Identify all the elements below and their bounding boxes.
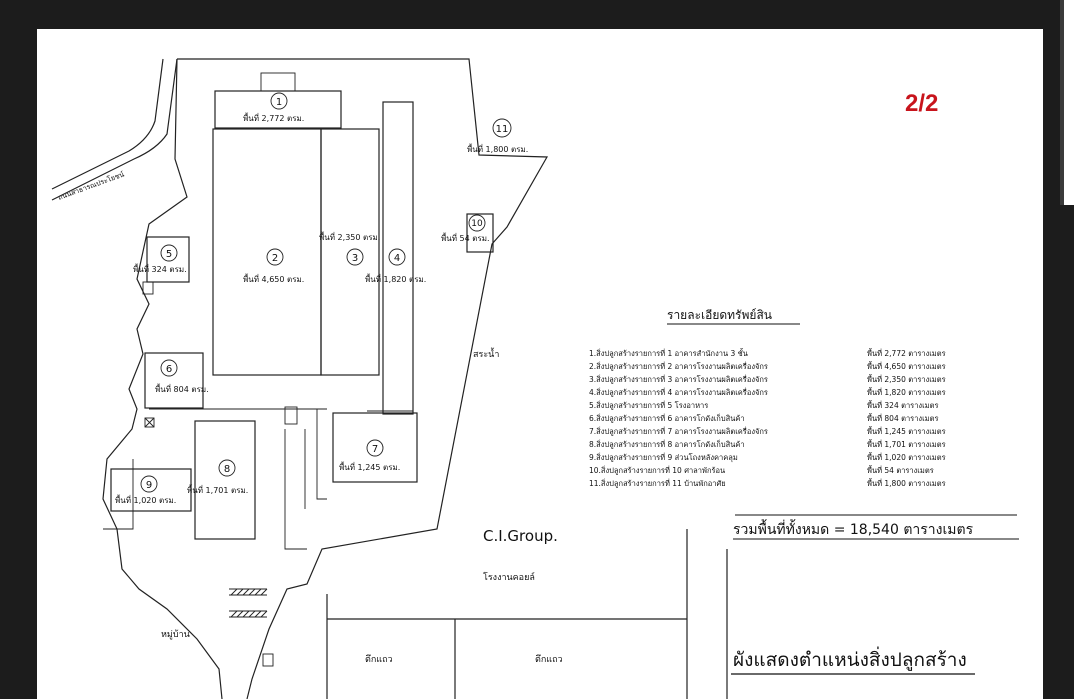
building-10-outline xyxy=(466,213,494,253)
detail-item-area: พื้นที่ 1,820 ตารางเมตร xyxy=(867,387,946,397)
building-5-marker xyxy=(160,244,178,262)
gate-post xyxy=(284,406,298,425)
building-11-marker xyxy=(492,118,512,138)
building-5-annex xyxy=(142,281,154,295)
shophouse-plots xyxy=(326,594,687,699)
details-list: 1.สิ่งปลูกสร้างรายการที่ 1 อาคารสำนักงาน… xyxy=(589,348,946,488)
detail-item-area: พื้นที่ 2,350 ตารางเมตร xyxy=(867,374,946,384)
building-3-number: 3 xyxy=(352,253,358,264)
building-9-outline xyxy=(110,468,192,512)
property-boundary-west xyxy=(102,58,223,699)
building-8-number: 8 xyxy=(224,464,230,475)
building-2-number: 2 xyxy=(272,253,278,264)
building-1-number: 1 xyxy=(276,97,282,108)
building-5-area: พื้นที่ 324 ตรม. xyxy=(133,263,187,274)
fence-west xyxy=(103,459,134,530)
road-edge-upper xyxy=(51,58,178,201)
site-plan-document: 2/2 ถนนสาธารณประโยชน์ 1 พื้นที่ 2,772 ตร… xyxy=(37,29,1043,699)
neighbor-factory-label: โรงงานคอยล์ xyxy=(483,571,535,583)
detail-item-desc: 10.สิ่งปลูกสร้างรายการที่ 10 ศาลาพักร้อน xyxy=(589,465,725,475)
building-4-area: พื้นที่ 1,820 ตรม. xyxy=(365,273,426,284)
detail-item-area: พื้นที่ 1,020 ตารางเมตร xyxy=(867,452,946,462)
side-road xyxy=(686,529,728,699)
detail-item-desc: 2.สิ่งปลูกสร้างรายการที่ 2 อาคารโรงงานผล… xyxy=(589,361,768,371)
building-1-area: พื้นที่ 2,772 ตรม. xyxy=(243,112,304,123)
building-8-area: พื้นที่ 1,701 ตรม. xyxy=(187,484,248,495)
building-3-outline xyxy=(320,128,380,376)
detail-item-area: พื้นที่ 1,701 ตารางเมตร xyxy=(867,439,946,449)
village-label: หมู่บ้าน xyxy=(161,629,190,640)
page-number: 2/2 xyxy=(905,90,938,117)
building-4-outline xyxy=(382,101,414,415)
building-1-annex xyxy=(260,72,296,92)
building-11-area: พื้นที่ 1,800 ตรม. xyxy=(467,143,528,154)
detail-item-area: พื้นที่ 54 ตารางเมตร xyxy=(867,465,934,475)
building-9-marker xyxy=(140,475,158,493)
parking-stripes xyxy=(229,588,268,618)
detail-item-desc: 9.สิ่งปลูกสร้างรายการที่ 9 ส่วนโถงหลังคา… xyxy=(589,452,738,462)
detail-item-area: พื้นที่ 1,800 ตารางเมตร xyxy=(867,478,946,488)
pond-label: สระน้ำ xyxy=(473,347,499,360)
building-7-area: พื้นที่ 1,245 ตรม. xyxy=(339,461,400,472)
building-10-area: พื้นที่ 54 ตรม. xyxy=(441,232,490,243)
building-6-area: พื้นที่ 804 ตรม. xyxy=(155,383,209,394)
building-4-marker xyxy=(388,248,406,266)
detail-item-area: พื้นที่ 324 ตารางเมตร xyxy=(867,400,939,410)
building-2-outline xyxy=(212,128,322,376)
building-9-area: พื้นที่ 1,020 ตรม. xyxy=(115,494,176,505)
detail-item-desc: 4.สิ่งปลูกสร้างรายการที่ 4 อาคารโรงงานผล… xyxy=(589,387,768,397)
detail-item-desc: 6.สิ่งปลูกสร้างรายการที่ 6 อาคารโกดังเก็… xyxy=(589,413,745,423)
detail-item-area: พื้นที่ 2,772 ตารางเมตร xyxy=(867,348,946,358)
utility-box xyxy=(144,417,155,428)
building-3-area: พื้นที่ 2,350 ตรม. xyxy=(319,231,380,242)
property-boundary-east xyxy=(177,58,549,699)
road-label: ถนนสาธารณประโยชน์ xyxy=(57,169,126,201)
building-2-area: พื้นที่ 4,650 ตรม. xyxy=(243,273,304,284)
road-edge-lower xyxy=(51,58,164,190)
total-area: รวมพื้นที่ทั้งหมด = 18,540 ตารางเมตร xyxy=(733,519,974,538)
shophouse-label-2: ตึกแถว xyxy=(535,654,563,665)
detail-item-desc: 3.สิ่งปลูกสร้างรายการที่ 3 อาคารโรงงานผล… xyxy=(589,374,768,384)
driveway xyxy=(284,429,307,550)
building-11-number: 11 xyxy=(496,124,509,135)
building-7-marker xyxy=(366,439,384,457)
building-6-number: 6 xyxy=(166,364,172,375)
building-3-marker xyxy=(346,248,364,266)
detail-item-desc: 11.สิ่งปลูกสร้างรายการที่ 11 บ้านพักอาศั… xyxy=(589,478,726,488)
building-10-marker xyxy=(468,214,486,232)
building-5-outline xyxy=(146,236,190,283)
building-9-number: 9 xyxy=(146,480,152,491)
detail-item-desc: 5.สิ่งปลูกสร้างรายการที่ 5 โรงอาหาร xyxy=(589,400,708,410)
building-1-marker xyxy=(270,92,288,110)
building-5-number: 5 xyxy=(166,249,172,260)
building-8-outline xyxy=(194,420,256,540)
building-6-outline xyxy=(144,352,204,409)
site-plan-drawing: 2/2 ถนนสาธารณประโยชน์ 1 พื้นที่ 2,772 ตร… xyxy=(51,58,1019,699)
building-7-outline xyxy=(332,412,418,483)
detail-item-area: พื้นที่ 4,650 ตารางเมตร xyxy=(867,361,946,371)
neighbor-company-label: C.I.Group. xyxy=(483,527,558,545)
detail-item-desc: 7.สิ่งปลูกสร้างรายการที่ 7 อาคารโรงงานผล… xyxy=(589,426,768,436)
building-10-number: 10 xyxy=(471,219,483,229)
building-8-marker xyxy=(218,459,236,477)
building-6-marker xyxy=(160,359,178,377)
detail-item-area: พื้นที่ 804 ตารางเมตร xyxy=(867,413,939,423)
small-structure xyxy=(262,653,274,667)
building-7-number: 7 xyxy=(372,444,378,455)
building-4-number: 4 xyxy=(394,253,400,264)
page-edge-shadow xyxy=(1060,0,1064,205)
detail-item-desc: 8.สิ่งปลูกสร้างรายการที่ 8 อาคารโกดังเก็… xyxy=(589,439,745,449)
next-page-edge xyxy=(1064,0,1074,205)
building-2-marker xyxy=(266,248,284,266)
details-heading: รายละเอียดทรัพย์สิน xyxy=(667,308,772,322)
shophouse-label-1: ตึกแถว xyxy=(365,654,393,665)
plan-title: ผังแสดงตำแหน่งสิ่งปลูกสร้าง xyxy=(733,646,967,671)
detail-item-desc: 1.สิ่งปลูกสร้างรายการที่ 1 อาคารสำนักงาน… xyxy=(589,348,748,358)
detail-item-area: พื้นที่ 1,245 ตารางเมตร xyxy=(867,426,946,436)
utility-box-cross xyxy=(144,417,155,428)
